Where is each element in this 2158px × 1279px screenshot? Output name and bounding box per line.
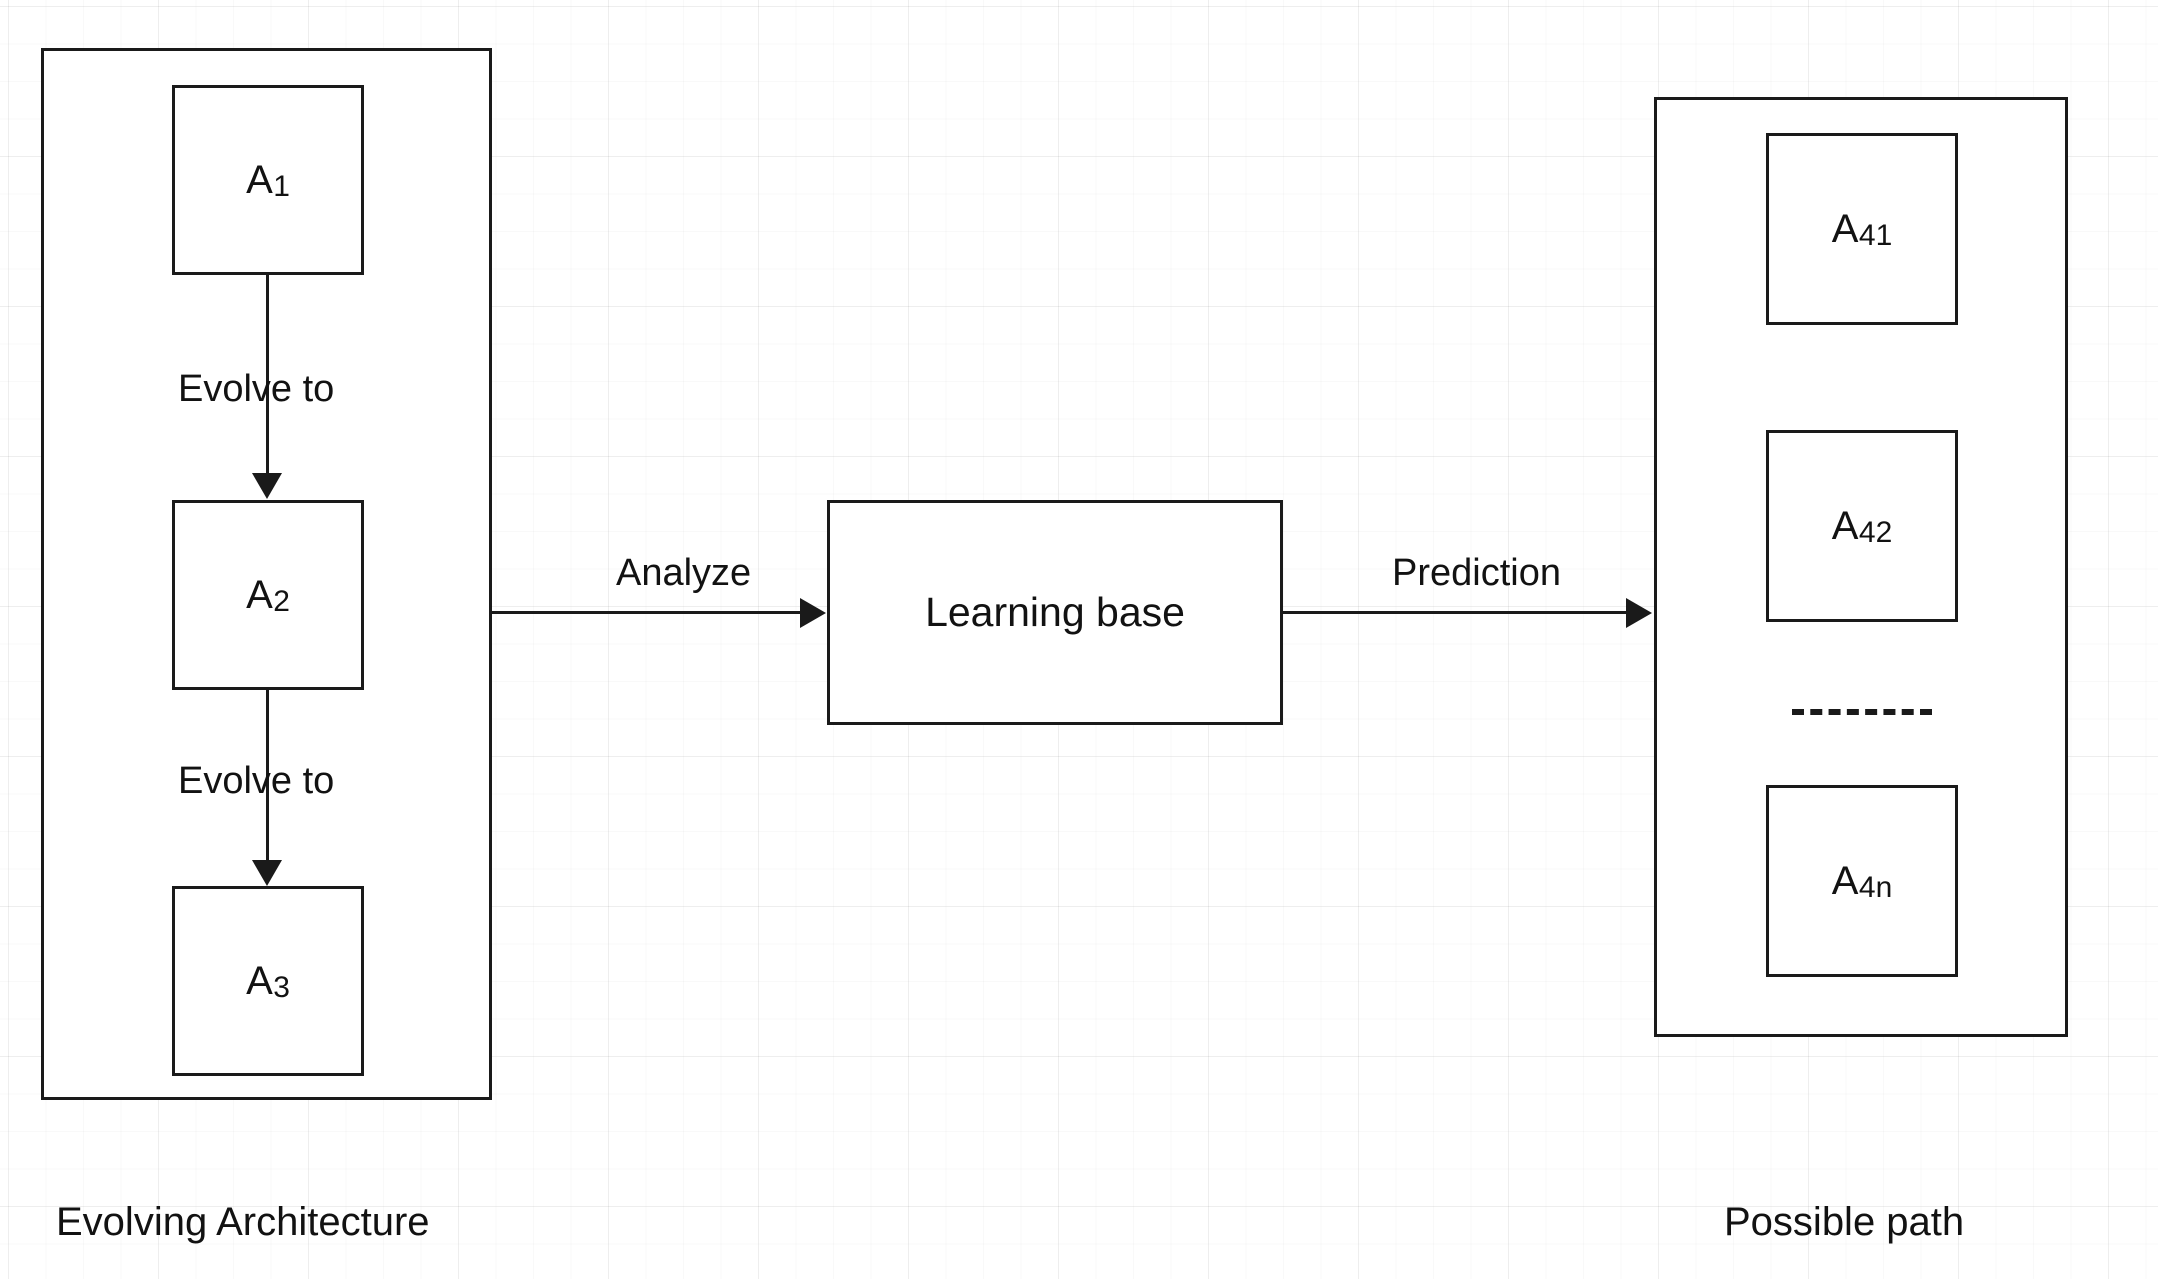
edge-a2-a3-label: Evolve to (178, 760, 335, 802)
ellipsis-dashed-separator (1792, 709, 1932, 715)
edge-prediction-label: Prediction (1392, 552, 1561, 594)
edge-a1-a2-arrowhead (252, 473, 282, 499)
node-a3[interactable]: A3 (172, 886, 364, 1076)
edge-prediction-line (1283, 611, 1628, 614)
node-a4n[interactable]: A4n (1766, 785, 1958, 977)
edge-a1-a2-line (266, 275, 269, 475)
node-a3-label: A3 (246, 958, 290, 1004)
edge-a1-a2-label: Evolve to (178, 368, 335, 410)
node-a42-label: A42 (1831, 503, 1893, 549)
edge-prediction-arrowhead (1626, 598, 1652, 628)
node-a2-label: A2 (246, 572, 290, 618)
node-a1[interactable]: A1 (172, 85, 364, 275)
node-learning-base[interactable]: Learning base (827, 500, 1283, 725)
node-learning-base-label: Learning base (925, 589, 1185, 635)
edge-analyze-label: Analyze (616, 552, 752, 594)
node-a2[interactable]: A2 (172, 500, 364, 690)
edge-analyze-line (492, 611, 802, 614)
edge-a2-a3-line (266, 690, 269, 864)
caption-possible-path: Possible path (1724, 1200, 1965, 1244)
node-a41-label: A41 (1831, 206, 1893, 252)
node-a42[interactable]: A42 (1766, 430, 1958, 622)
node-a4n-label: A4n (1831, 858, 1893, 904)
caption-evolving-architecture: Evolving Architecture (56, 1200, 430, 1244)
node-a41[interactable]: A41 (1766, 133, 1958, 325)
node-a1-label: A1 (246, 157, 290, 203)
edge-analyze-arrowhead (800, 598, 826, 628)
edge-a2-a3-arrowhead (252, 860, 282, 886)
